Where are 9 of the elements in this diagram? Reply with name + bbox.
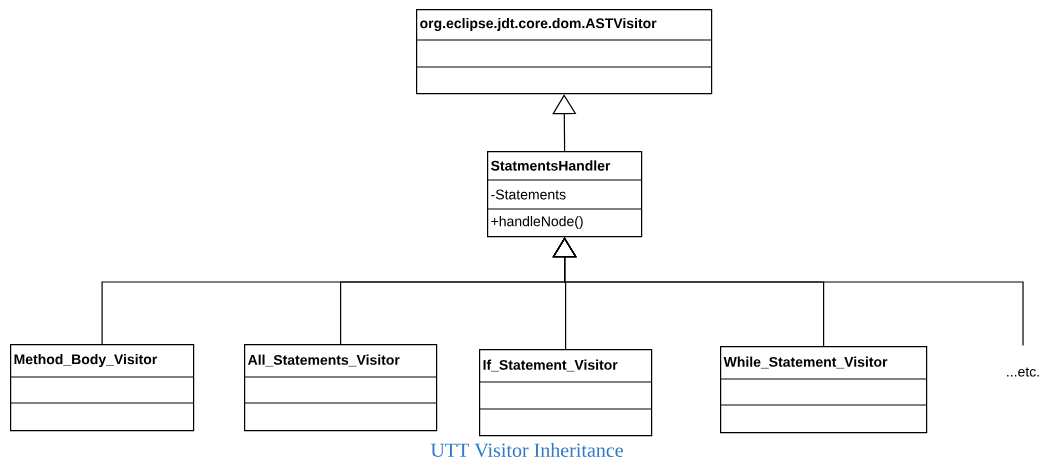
class-box: org.eclipse.jdt.core.dom.ASTVisitor	[415, 9, 713, 95]
etc-text: ...etc.	[1007, 367, 1039, 377]
class-box: All_Statements_Visitor	[243, 344, 438, 432]
class-box: Method_Body_Visitor	[9, 344, 195, 432]
inheritance-arrow	[552, 237, 1024, 347]
caption: UTT Visitor Inheritance	[430, 442, 623, 458]
class-box: While_Statement_Visitor	[719, 346, 928, 434]
class-box: If_Statement_Visitor	[478, 349, 653, 437]
class-box: StatmentsHandler -Statements +handleNode()	[486, 151, 643, 238]
